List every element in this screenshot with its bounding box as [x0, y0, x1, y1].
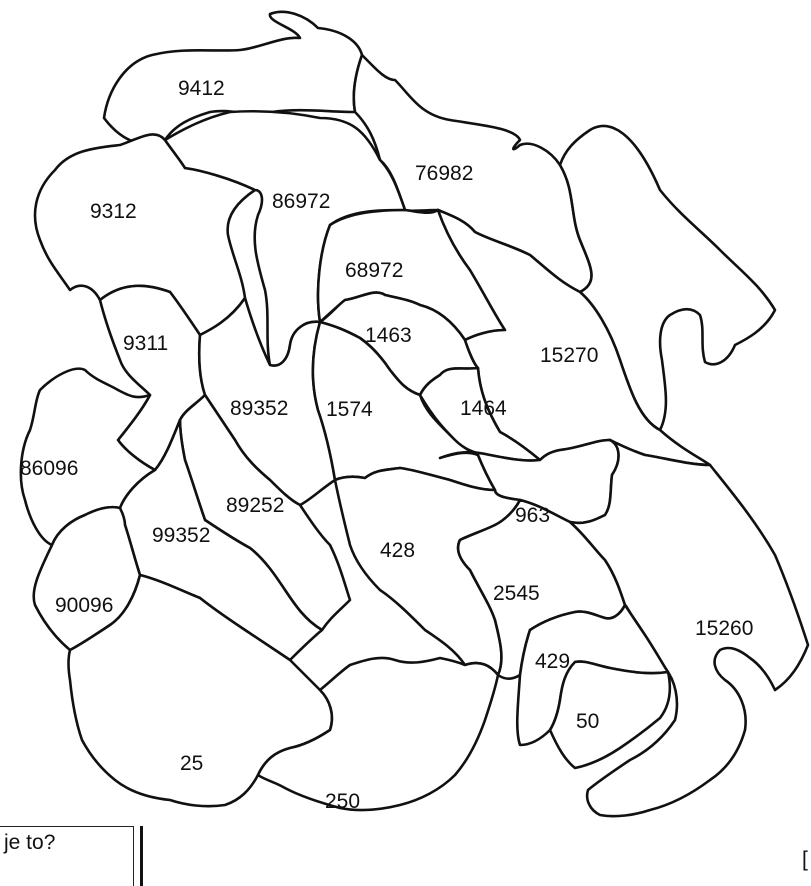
region-label-429: 429 — [535, 650, 570, 673]
region-label-250: 250 — [325, 790, 360, 813]
question-box-edge — [140, 826, 143, 886]
region-label-963: 963 — [515, 504, 550, 527]
region-label-15260: 15260 — [695, 617, 753, 640]
region-label-89352: 89352 — [230, 397, 288, 420]
region-label-428: 428 — [380, 539, 415, 562]
region-label-25: 25 — [180, 752, 203, 775]
region-label-86096: 86096 — [20, 457, 78, 480]
region-label-15270: 15270 — [540, 344, 598, 367]
region-label-90096: 90096 — [55, 594, 113, 617]
region-label-2545: 2545 — [493, 582, 540, 605]
region-label-86972: 86972 — [272, 190, 330, 213]
question-box: je to? — [0, 826, 134, 886]
region-label-99352: 99352 — [152, 524, 210, 547]
region-label-1463: 1463 — [365, 324, 412, 347]
region-label-89252: 89252 — [226, 494, 284, 517]
region-label-9312: 9312 — [90, 200, 137, 223]
region-label-76982: 76982 — [415, 162, 473, 185]
region-label-1464: 1464 — [460, 397, 507, 420]
region-label-9311: 9311 — [123, 332, 168, 355]
region-label-1574: 1574 — [326, 398, 373, 421]
corner-mark: [ — [802, 848, 808, 872]
region-label-50: 50 — [576, 710, 599, 733]
region-label-68972: 68972 — [345, 259, 403, 282]
region-label-9412: 9412 — [178, 77, 225, 100]
question-text: je to? — [4, 831, 55, 854]
